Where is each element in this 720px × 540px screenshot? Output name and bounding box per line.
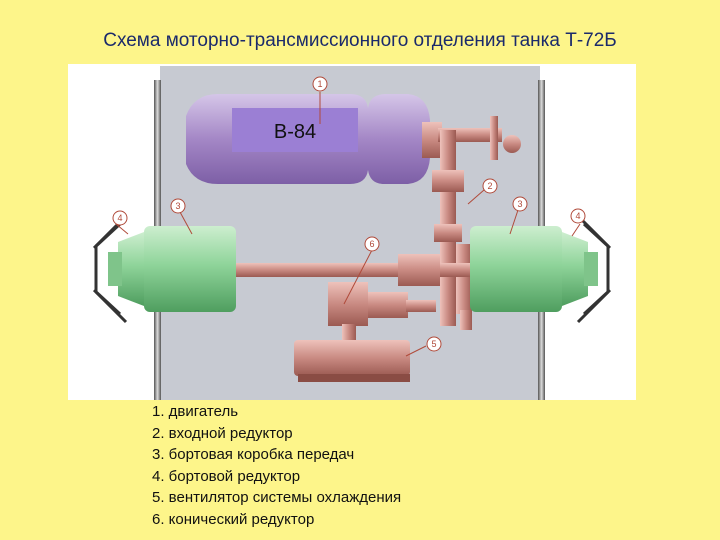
svg-text:4: 4 xyxy=(575,211,580,221)
legend-item: 3. бортовая коробка передач xyxy=(152,446,355,463)
shaft-coupling xyxy=(398,254,440,286)
callout-4-right: 4 xyxy=(570,208,586,224)
callout-6: 6 xyxy=(364,236,380,252)
legend-item: 2. входной редуктор xyxy=(152,424,293,442)
engine-label-box xyxy=(232,108,358,152)
gearbox-left xyxy=(108,226,236,312)
schematic-svg: В-84 xyxy=(92,66,612,400)
svg-text:6: 6 xyxy=(369,239,374,249)
legend-item: 1. двигатель xyxy=(152,403,239,420)
slide-title: Схема моторно-трансмиссионного отделения… xyxy=(103,30,617,51)
legend: 1. двигатель 2. входной редуктор 3. борт… xyxy=(152,401,401,530)
svg-text:3: 3 xyxy=(175,201,180,211)
engine-label: В-84 xyxy=(274,121,316,143)
callout-4-left: 4 xyxy=(112,210,128,226)
legend-item: 5. вентилятор системы охлаждения xyxy=(152,489,402,506)
legend-item: 4. бортовой редуктор xyxy=(152,467,301,485)
svg-text:5: 5 xyxy=(431,339,436,349)
schematic-figure: В-84 xyxy=(68,64,636,400)
callout-5: 5 xyxy=(426,336,442,352)
legend-item: 6. конический редуктор xyxy=(152,510,315,528)
svg-text:2: 2 xyxy=(487,181,492,191)
callout-3-left: 3 xyxy=(170,198,186,214)
cooling-fan xyxy=(294,340,410,382)
final-drive-right xyxy=(576,214,612,324)
svg-text:3: 3 xyxy=(517,199,522,209)
bevel-gearbox xyxy=(328,282,436,340)
gearbox-right xyxy=(470,226,598,312)
callout-leaders xyxy=(115,92,581,357)
callout-3-right: 3 xyxy=(512,196,528,212)
svg-text:4: 4 xyxy=(117,213,122,223)
callout-1: 1 xyxy=(312,76,328,92)
callout-2: 2 xyxy=(482,178,498,194)
final-drive-left xyxy=(92,214,128,324)
svg-text:1: 1 xyxy=(317,79,322,89)
